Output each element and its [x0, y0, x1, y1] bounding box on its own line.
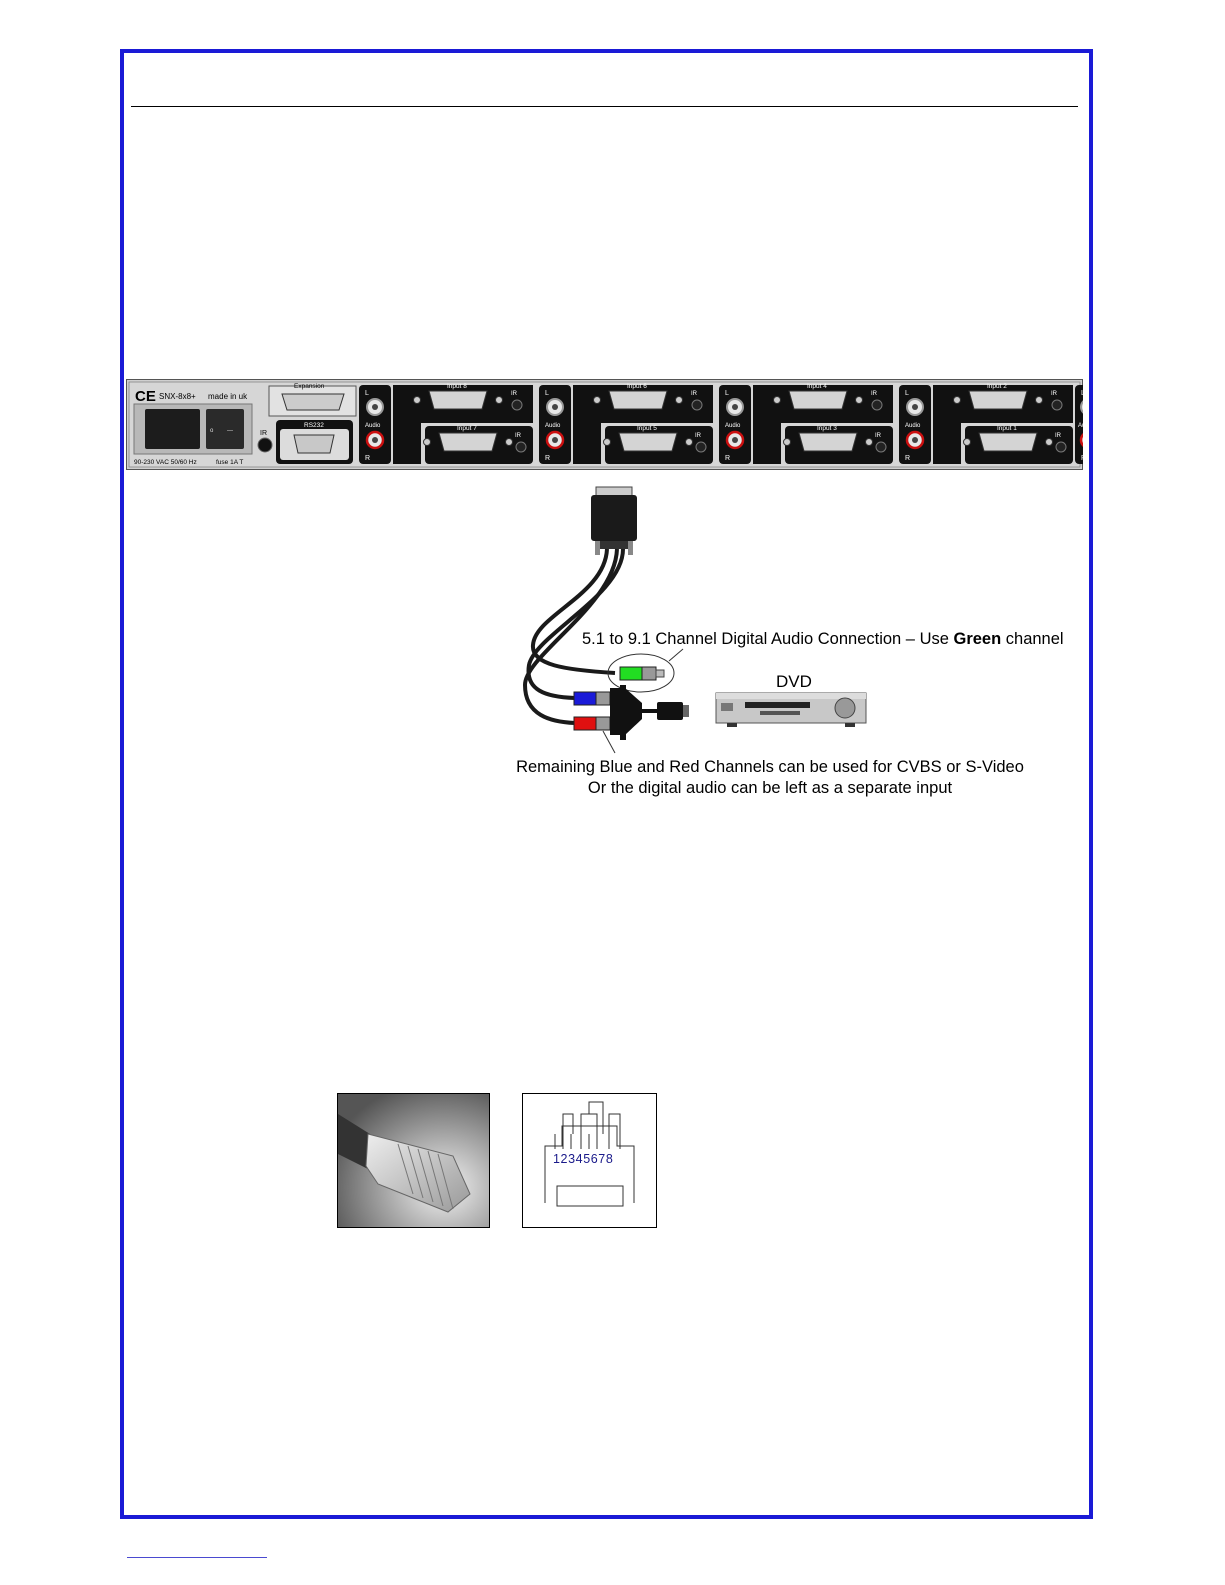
- port-ir-jack: [511, 399, 523, 411]
- vga-top: [968, 390, 1028, 410]
- vga-bottom-label: Input 5: [637, 425, 657, 432]
- dvd-label: DVD: [776, 672, 812, 691]
- vga-plug: [591, 486, 637, 555]
- vga-top-label: Input 2: [987, 383, 1007, 390]
- port-ir-label: IR: [515, 433, 522, 439]
- cable-diagram: [522, 486, 867, 754]
- rj45-photo: [337, 1093, 490, 1228]
- power-spec: 90-230 VAC 50/60 Hz: [134, 459, 197, 466]
- audio-right-label: R: [905, 455, 910, 462]
- model-label: SNX-8x8+: [159, 392, 196, 401]
- ce-mark: CE: [135, 388, 156, 405]
- audio-right-label: R: [365, 455, 370, 462]
- port-ir-jack: [695, 441, 707, 453]
- vga-bottom: [438, 432, 498, 452]
- red-rca-plug: [573, 716, 616, 754]
- dvd-player: [715, 692, 867, 727]
- expansion-port: Expansion: [268, 383, 357, 417]
- vga-top-label: Input 6: [627, 383, 647, 390]
- audio-left-label: L: [1081, 390, 1083, 397]
- port-ir-jack: [1051, 399, 1063, 411]
- blue-rca-plug: [573, 691, 611, 706]
- ir-jack: [257, 437, 273, 453]
- remaining-channels-line1: Remaining Blue and Red Channels can be u…: [516, 758, 1024, 776]
- port-ir-jack: [515, 441, 527, 453]
- digital-audio-caption-suffix: channel: [1001, 630, 1064, 648]
- vga-top-label: Input 4: [807, 383, 827, 390]
- port-ir-label: IR: [1055, 433, 1062, 439]
- port-ir-label: IR: [691, 391, 698, 397]
- vga-top: [788, 390, 848, 410]
- audio-label: Audio: [905, 423, 921, 429]
- vga-bottom-label: Input 3: [817, 425, 837, 432]
- pin-numbers: 12345678: [553, 1152, 613, 1166]
- vga-top: [608, 390, 668, 410]
- vga-bottom: [798, 432, 858, 452]
- rs232-port: RS232: [276, 420, 353, 464]
- remaining-channels-caption: Remaining Blue and Red Channels can be u…: [505, 757, 1035, 799]
- svideo-adapter: [610, 685, 689, 740]
- port-ir-label: IR: [511, 391, 518, 397]
- vga-top-label: Input 8: [447, 383, 467, 390]
- audio-left-label: L: [905, 390, 909, 397]
- vga-bottom-label: Input 7: [457, 425, 477, 432]
- port-ir-jack: [875, 441, 887, 453]
- ir-label: IR: [260, 430, 267, 437]
- audio-right-jack: [1079, 432, 1083, 448]
- port-ir-label: IR: [871, 391, 878, 397]
- port-ir-label: IR: [1051, 391, 1058, 397]
- page-border: [120, 49, 1093, 1519]
- vga-bottom-label: Input 1: [997, 425, 1017, 432]
- origin-label: made in uk: [208, 392, 248, 401]
- rs232-label: RS232: [304, 422, 324, 429]
- audio-left-label: L: [365, 390, 369, 397]
- audio-right-label: R: [1081, 455, 1083, 462]
- audio-left-label: L: [545, 390, 549, 397]
- audio-right-label: R: [725, 455, 730, 462]
- footer-link-rule: [127, 1557, 267, 1558]
- remaining-channels-line2: Or the digital audio can be left as a se…: [587, 779, 953, 797]
- audio-left-jack: [1080, 400, 1083, 414]
- vga-bottom: [618, 432, 678, 452]
- audio-label: Audio: [545, 423, 561, 429]
- svg-text:o: o: [210, 428, 214, 434]
- digital-audio-caption-text: 5.1 to 9.1 Channel Digital Audio Connect…: [582, 630, 954, 648]
- audio-label: Audio: [725, 423, 741, 429]
- port-ir-jack: [871, 399, 883, 411]
- fuse-spec: fuse 1A T: [216, 459, 243, 466]
- vga-bottom: [978, 432, 1038, 452]
- audio-label: Audio: [365, 423, 381, 429]
- port-ir-label: IR: [875, 433, 882, 439]
- expansion-label: Expansion: [294, 383, 325, 390]
- audio-label: Audio: [1078, 423, 1083, 429]
- power-inlet: o —: [133, 403, 253, 455]
- green-channel-emphasis: Green: [953, 630, 1002, 648]
- port-ir-label: IR: [695, 433, 702, 439]
- vga-top: [428, 390, 488, 410]
- green-rca-plug: [607, 648, 684, 693]
- breakout-cables: [522, 548, 625, 725]
- header-rule: [131, 106, 1078, 107]
- svg-text:—: —: [227, 428, 233, 434]
- rear-panel-illustration: CE SNX-8x8+ made in uk o — 90-230 VAC 50…: [126, 379, 1083, 470]
- port-ir-jack: [691, 399, 703, 411]
- digital-audio-caption: 5.1 to 9.1 Channel Digital Audio Connect…: [582, 630, 1064, 649]
- rj45-pinout-diagram: 12345678: [522, 1093, 657, 1228]
- port-ir-jack: [1055, 441, 1067, 453]
- audio-left-label: L: [725, 390, 729, 397]
- audio-right-label: R: [545, 455, 550, 462]
